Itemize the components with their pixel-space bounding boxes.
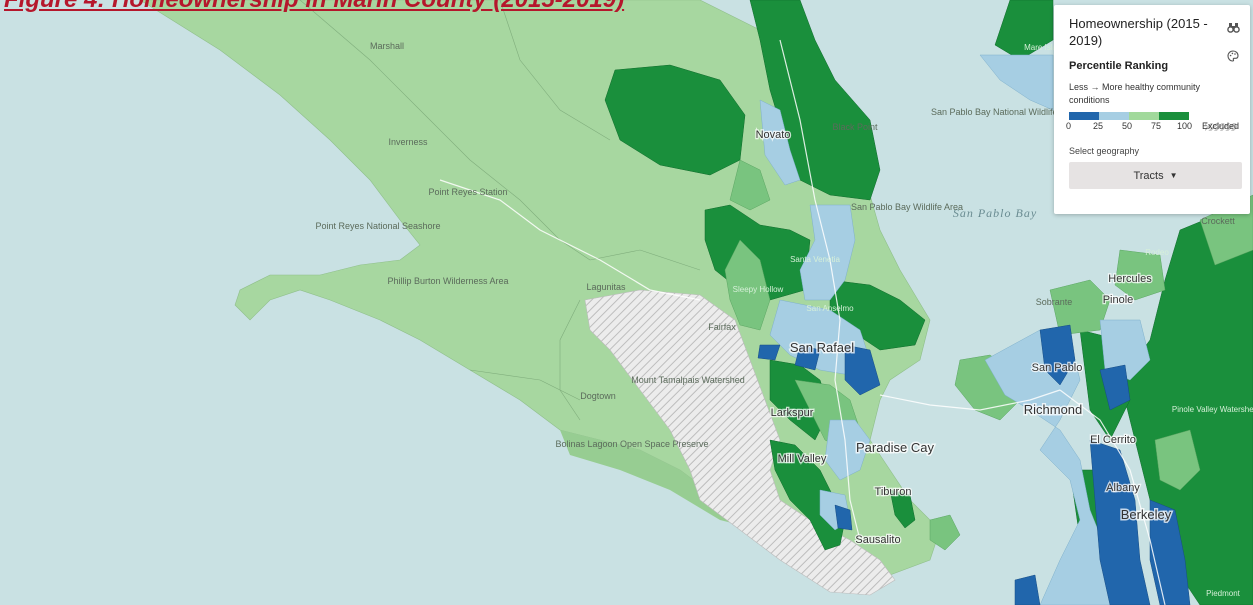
label-mill-valley: Mill Valley xyxy=(778,453,827,465)
label-point-reyes-seashore: Point Reyes National Seashore xyxy=(315,221,440,231)
page-title: Figure 4: Homeownership in Marin County … xyxy=(4,0,624,14)
label-fairfax: Fairfax xyxy=(708,322,736,332)
light-blue-tracts[interactable] xyxy=(759,54,1151,605)
label-marshall: Marshall xyxy=(370,41,404,51)
legend-swatch-50-75 xyxy=(1129,112,1159,120)
binoculars-icon[interactable] xyxy=(1224,18,1242,36)
geography-value: Tracts xyxy=(1133,169,1164,182)
label-dogtown: Dogtown xyxy=(580,391,616,401)
legend-title: Homeownership (2015 - 2019) xyxy=(1069,16,1208,48)
label-hercules: Hercules xyxy=(1108,273,1152,285)
label-novato: Novato xyxy=(756,129,791,141)
label-mount-tam: Mount Tamalpais Watershed xyxy=(631,375,745,385)
label-richmond: Richmond xyxy=(1024,402,1083,417)
label-larkspur: Larkspur xyxy=(771,407,814,419)
label-pinole-valley: Pinole Valley Watershed xyxy=(1172,405,1253,414)
label-sleepy-hollow: Sleepy Hollow xyxy=(733,285,784,294)
label-san-pablo-bay-wa: San Pablo Bay Wildlife Area xyxy=(851,202,963,212)
label-point-reyes-station: Point Reyes Station xyxy=(428,187,507,197)
road-lines xyxy=(439,39,1166,605)
legend-color-bar xyxy=(1069,112,1189,120)
label-phillip-burton: Phillip Burton Wilderness Area xyxy=(387,276,508,286)
label-san-pablo-bay-nwr: San Pablo Bay National Wildlife Refuge xyxy=(931,107,1089,117)
legend-swatch-75-100 xyxy=(1159,112,1189,120)
label-san-pablo-bay: San Pablo Bay xyxy=(953,206,1037,220)
label-tiburon: Tiburon xyxy=(875,486,912,498)
legend-tick: 50 xyxy=(1122,121,1133,131)
palette-icon[interactable] xyxy=(1224,47,1242,65)
label-rodeo: Rodeo xyxy=(1145,248,1169,257)
legend-tick: 0 xyxy=(1066,121,1072,131)
legend-swatch-25-50 xyxy=(1099,112,1129,120)
label-crockett: Crockett xyxy=(1201,216,1235,226)
label-el-cerrito: El Cerrito xyxy=(1090,434,1136,446)
dark-blue-tracts[interactable] xyxy=(757,324,1191,605)
label-lagunitas: Lagunitas xyxy=(586,282,626,292)
legend-subtitle: Percentile Ranking xyxy=(1069,60,1169,72)
label-mare-island: Mare Island xyxy=(1024,43,1066,52)
geography-dropdown[interactable]: Tracts ▼ xyxy=(1069,162,1242,189)
label-pinole: Pinole xyxy=(1103,294,1134,306)
excluded-watershed-area[interactable] xyxy=(584,289,896,596)
caret-down-icon: ▼ xyxy=(1169,171,1178,180)
label-san-pablo: San Pablo xyxy=(1032,362,1083,374)
label-sausalito: Sausalito xyxy=(855,534,900,546)
label-piedmont: Piedmont xyxy=(1206,589,1241,598)
legend-excluded-swatch xyxy=(1205,123,1237,131)
legend-description: Less → More healthy community conditions xyxy=(1069,82,1201,105)
label-bolinas: Bolinas Lagoon Open Space Preserve xyxy=(555,439,708,449)
select-geography-label: Select geography xyxy=(1069,146,1140,156)
legend-panel: Homeownership (2015 - 2019) Percentile R… xyxy=(1054,5,1250,214)
label-san-rafael: San Rafael xyxy=(790,340,854,355)
label-black-point: Black Point xyxy=(832,122,878,132)
label-paradise-cay: Paradise Cay xyxy=(856,440,935,455)
legend-excluded-label: Excluded xyxy=(1202,121,1240,131)
label-sobrante: Sobrante xyxy=(1036,297,1073,307)
legend-tick: 75 xyxy=(1151,121,1162,131)
legend-swatch-0-25 xyxy=(1069,112,1099,120)
legend-tick: 100 xyxy=(1177,121,1193,131)
legend-tick: 25 xyxy=(1093,121,1104,131)
label-berkeley: Berkeley xyxy=(1121,507,1172,522)
label-santa-venetia: Santa Venetia xyxy=(790,255,840,264)
legend-ticks: 0 25 50 75 100 Excluded xyxy=(1066,121,1240,133)
label-inverness: Inverness xyxy=(388,137,428,147)
label-san-anselmo: San Anselmo xyxy=(806,304,854,313)
label-albany: Albany xyxy=(1106,482,1140,494)
